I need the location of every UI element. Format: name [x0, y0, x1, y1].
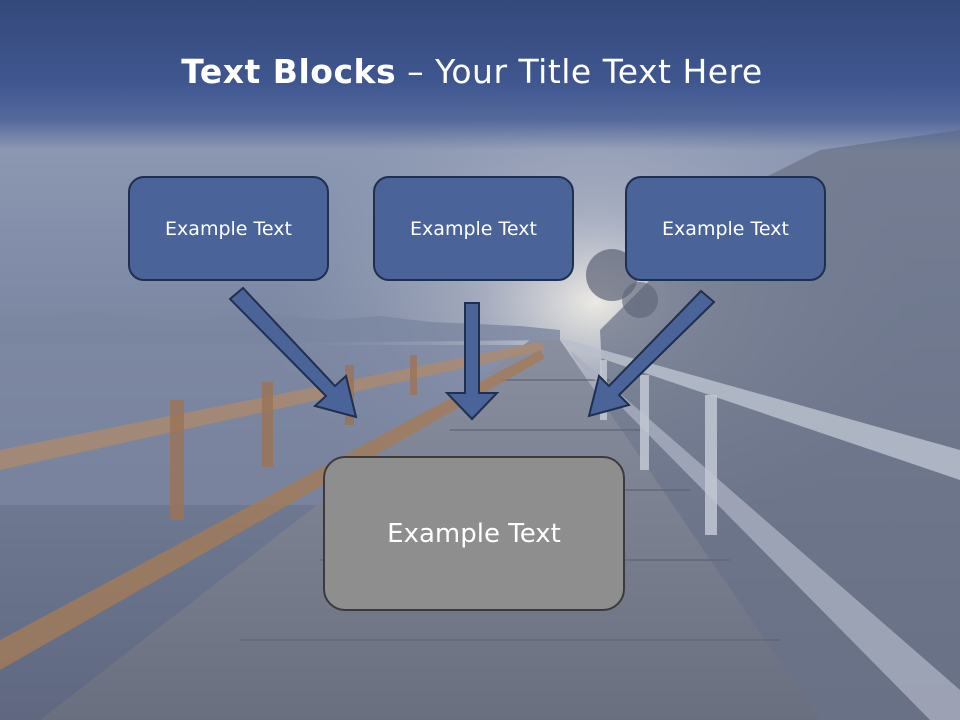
arrow-right-icon: [587, 289, 716, 418]
text-block-2-label: Example Text: [410, 217, 537, 240]
main-text-block-label: Example Text: [387, 518, 561, 549]
header-band: [0, 0, 960, 150]
arrow-left-icon: [228, 286, 358, 419]
main-text-block[interactable]: Example Text: [323, 456, 625, 611]
arrow-down-icon: [444, 302, 500, 421]
title-bold-part: Text Blocks: [181, 52, 397, 91]
text-block-3[interactable]: Example Text: [625, 176, 826, 281]
text-block-3-label: Example Text: [662, 217, 789, 240]
slide-title: Text Blocks – Your Title Text Here: [0, 52, 944, 91]
text-block-1[interactable]: Example Text: [128, 176, 329, 281]
title-dash: –: [396, 52, 436, 91]
text-block-1-label: Example Text: [165, 217, 292, 240]
title-rest: Your Title Text Here: [435, 52, 763, 91]
text-block-2[interactable]: Example Text: [373, 176, 574, 281]
